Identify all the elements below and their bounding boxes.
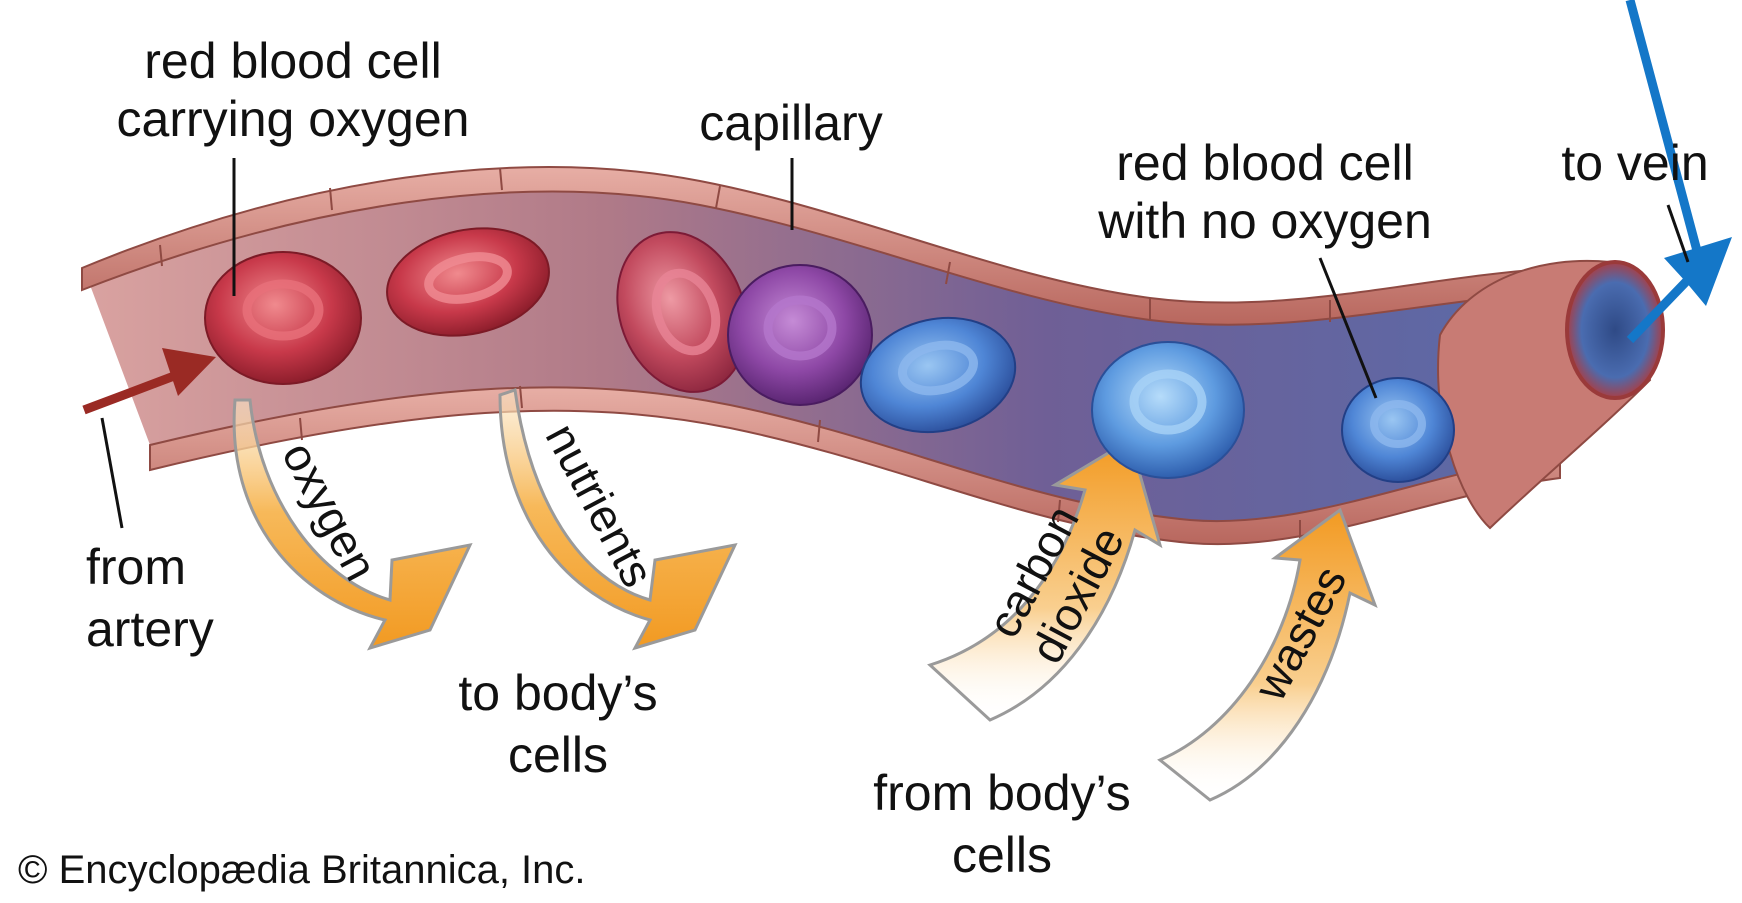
oxygenated-cell-1 bbox=[204, 251, 362, 385]
transition-cell bbox=[727, 264, 873, 406]
deoxygenated-cell-2 bbox=[1091, 341, 1245, 479]
label-leader-lines bbox=[100, 158, 1690, 529]
nutrients-arrow-shape bbox=[498, 388, 738, 651]
deoxygenated-cell-3 bbox=[1341, 377, 1455, 483]
artery-inflow-arrow bbox=[82, 348, 216, 415]
label-capillary: capillary bbox=[676, 98, 906, 148]
vein-outflow-arrow bbox=[1625, 0, 1732, 344]
oxygenated-cell-2 bbox=[386, 227, 550, 337]
label-to-body-cells: to body’s cells bbox=[448, 668, 668, 780]
oxygenated-cell-3 bbox=[616, 231, 748, 393]
label-from-body-cells-line2: cells bbox=[951, 827, 1053, 883]
vein-end bbox=[1437, 259, 1665, 530]
label-from-artery-line1: from bbox=[86, 539, 186, 595]
label-from-body-cells-line1: from body’s bbox=[873, 765, 1131, 821]
label-from-artery: from artery bbox=[86, 542, 214, 654]
label-rbc-carrying-oxygen-line2: carrying oxygen bbox=[116, 91, 470, 147]
wall-segment-lines bbox=[159, 167, 1331, 543]
label-to-body-cells-line2: cells bbox=[507, 727, 609, 783]
label-to-body-cells-line1: to body’s bbox=[458, 665, 658, 721]
label-capillary-text: capillary bbox=[699, 95, 883, 151]
exchange-arrow-shapes bbox=[232, 388, 1378, 802]
label-to-vein-text: to vein bbox=[1561, 135, 1709, 191]
deoxygenated-cell-1 bbox=[859, 316, 1017, 434]
label-rbc-no-oxygen-line1: red blood cell bbox=[1116, 135, 1414, 191]
copyright-credit-text: © Encyclopædia Britannica, Inc. bbox=[18, 848, 586, 892]
label-to-vein: to vein bbox=[1540, 138, 1730, 188]
label-from-body-cells: from body’s cells bbox=[862, 768, 1142, 880]
oxygen-arrow-shape bbox=[232, 398, 473, 651]
carbon-dioxide-arrow-shape bbox=[927, 437, 1163, 722]
label-rbc-carrying-oxygen: red blood cell carrying oxygen bbox=[108, 36, 478, 144]
label-rbc-no-oxygen: red blood cell with no oxygen bbox=[1080, 138, 1450, 246]
capillary-lower-wall bbox=[149, 386, 1561, 546]
label-from-artery-line2: artery bbox=[86, 601, 214, 657]
wastes-arrow-shape bbox=[1157, 507, 1378, 802]
label-rbc-carrying-oxygen-line1: red blood cell bbox=[144, 33, 442, 89]
red-blood-cells bbox=[204, 227, 1455, 483]
copyright-credit: © Encyclopædia Britannica, Inc. bbox=[18, 850, 586, 890]
label-rbc-no-oxygen-line2: with no oxygen bbox=[1098, 193, 1432, 249]
